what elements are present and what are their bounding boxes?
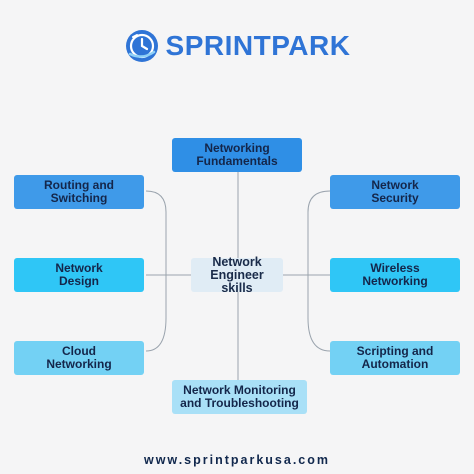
node-routing-and-switching: Routing and Switching [14, 175, 144, 209]
node-label: Scripting and Automation [356, 344, 434, 371]
node-label: Networking Fundamentals [196, 141, 278, 168]
node-center-network-engineer-skills: Network Engineer skills [191, 254, 283, 295]
node-label: Network Engineer skills [210, 254, 264, 295]
node-network-security: Network Security [330, 175, 460, 209]
node-networking-fundamentals: Networking Fundamentals [172, 138, 302, 172]
logo: SPRINTPARK [0, 28, 474, 64]
node-network-design: Network Design [14, 258, 144, 292]
node-network-monitoring-and-troubleshooting: Network Monitoring and Troubleshooting [172, 380, 307, 414]
node-label: Routing and Switching [44, 178, 114, 205]
right-bracket-connector [307, 190, 331, 352]
node-label: Network Security [371, 178, 419, 205]
node-scripting-and-automation: Scripting and Automation [330, 341, 460, 375]
node-label: Network Monitoring and Troubleshooting [180, 383, 299, 410]
node-wireless-networking: Wireless Networking [330, 258, 460, 292]
clock-globe-icon [124, 28, 160, 64]
node-label: Wireless Networking [362, 261, 428, 288]
website-url: www.sprintparkusa.com [143, 453, 331, 467]
brand-name: SPRINTPARK [165, 30, 351, 61]
node-label: Network Design [55, 261, 103, 288]
left-bracket-connector [145, 190, 167, 352]
node-cloud-networking: Cloud Networking [14, 341, 144, 375]
node-label: Cloud Networking [46, 344, 112, 371]
